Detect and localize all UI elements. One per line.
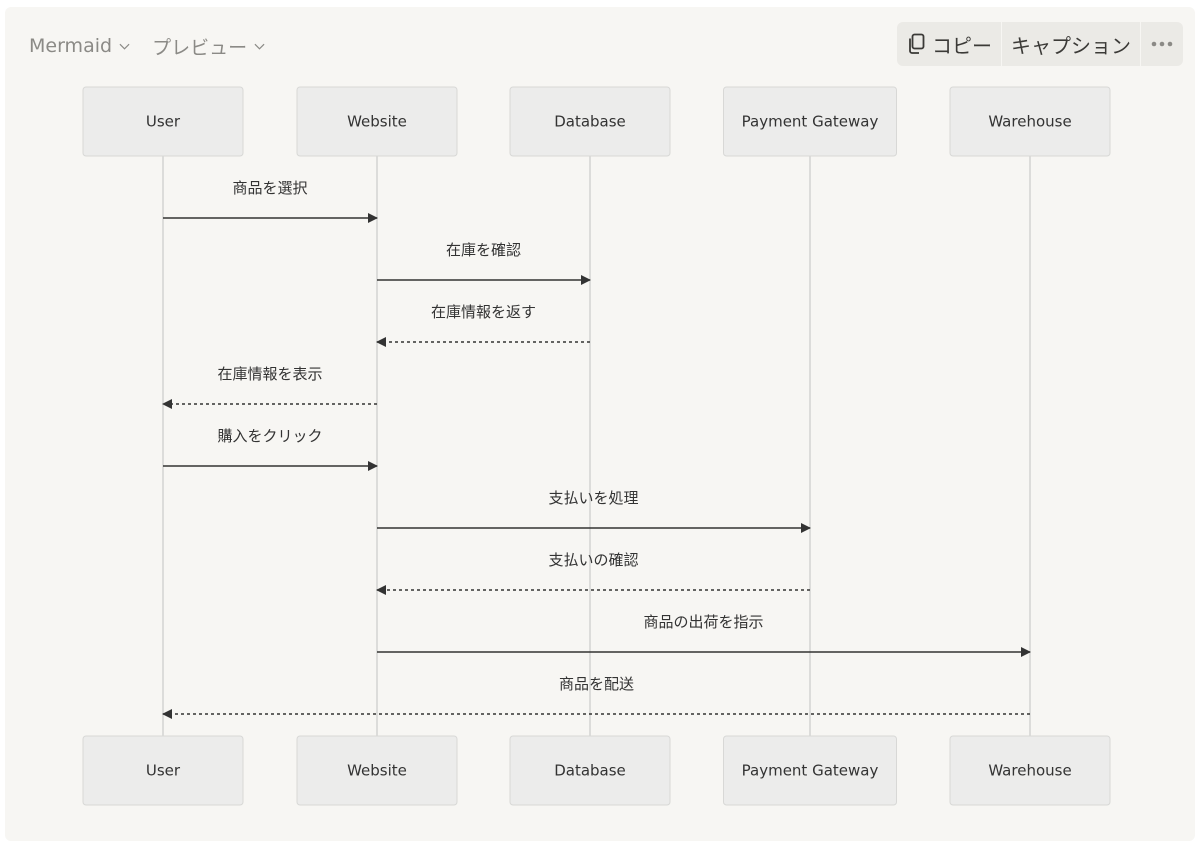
language-dropdown[interactable]: Mermaid <box>29 35 130 57</box>
message-label: 商品の出荷を指示 <box>643 613 763 631</box>
more-options-button[interactable] <box>1141 22 1183 66</box>
chevron-down-icon <box>119 43 130 50</box>
language-label: Mermaid <box>29 35 113 57</box>
participant-box <box>509 86 671 157</box>
message-label: 在庫を確認 <box>446 241 521 259</box>
toolbar-divider <box>1140 22 1141 66</box>
more-horizontal-icon <box>1151 41 1173 47</box>
copy-icon <box>909 33 925 54</box>
toolbar-divider <box>1001 22 1002 66</box>
participant-box <box>296 735 458 806</box>
message-label: 購入をクリック <box>217 427 322 445</box>
code-block-toolbar-left: Mermaid プレビュー <box>29 31 265 61</box>
code-block-toolbar-right: コピー キャプション <box>897 22 1183 66</box>
participant-label: User <box>146 113 181 131</box>
participant-box <box>949 735 1111 806</box>
chevron-down-icon <box>254 43 265 50</box>
participant-label: Database <box>554 113 626 131</box>
view-mode-label: プレビュー <box>152 36 248 59</box>
participant-box <box>82 735 244 806</box>
participant-label: Database <box>554 762 626 780</box>
message-label: 在庫情報を表示 <box>217 365 322 383</box>
message-label: 在庫情報を返す <box>431 303 536 321</box>
message-label: 支払いの確認 <box>548 551 638 569</box>
participant-box <box>509 735 671 806</box>
caption-button[interactable]: キャプション <box>1002 22 1140 66</box>
participant-label: Payment Gateway <box>742 113 879 131</box>
participant-label: Warehouse <box>988 113 1071 131</box>
participant-label: User <box>146 762 181 780</box>
message-label: 支払いを処理 <box>548 489 638 507</box>
message-label: 商品を配送 <box>559 675 634 693</box>
participant-label: Payment Gateway <box>742 762 879 780</box>
participant-box <box>296 86 458 157</box>
message-label: 商品を選択 <box>232 179 307 197</box>
participant-label: Warehouse <box>988 762 1071 780</box>
copy-button[interactable]: コピー <box>897 22 1001 66</box>
participant-box <box>82 86 244 157</box>
copy-label: コピー <box>932 33 992 58</box>
participant-label: Website <box>347 113 407 131</box>
caption-label: キャプション <box>1011 33 1131 58</box>
participant-box <box>949 86 1111 157</box>
participant-box <box>723 735 897 806</box>
participant-box <box>723 86 897 157</box>
participant-label: Website <box>347 762 407 780</box>
view-mode-dropdown[interactable]: プレビュー <box>152 33 265 60</box>
